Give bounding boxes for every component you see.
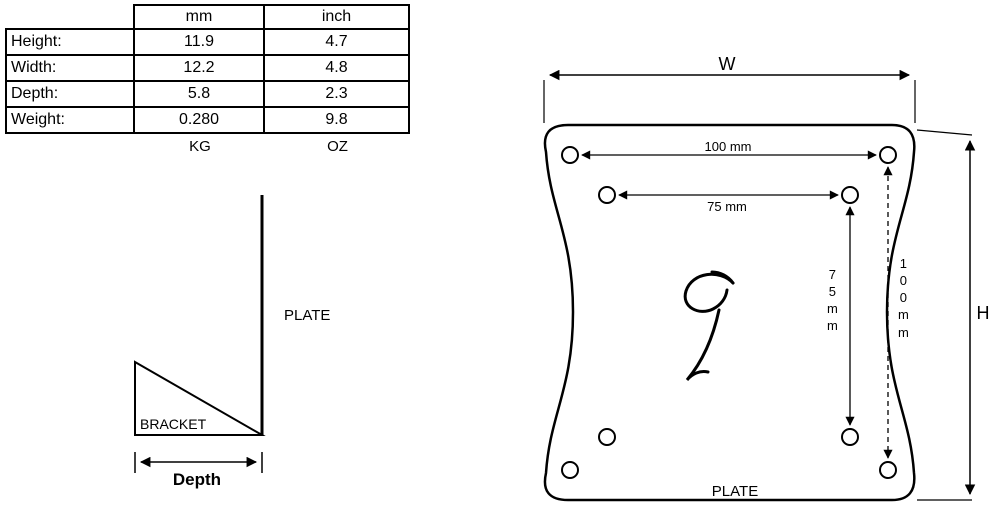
row-label-height: Height: — [5, 30, 135, 56]
spec-table: mm inch Height: 11.9 4.7 Width: 12.2 4.8… — [5, 4, 411, 158]
inner-vertical-spacing-label: 7 5 m m — [827, 267, 838, 334]
side-view-drawing — [134, 195, 266, 473]
side-plate-label: PLATE — [284, 307, 331, 324]
row-label-weight: Weight: — [5, 108, 135, 134]
mounting-hole-top-left-100 — [561, 146, 579, 164]
front-plate-label: PLATE — [711, 483, 759, 500]
mounting-hole-bottom-right-100 — [879, 461, 897, 479]
w-dimension-label: W — [718, 54, 736, 74]
inner-hole-spacing-label: 75 mm — [707, 199, 747, 214]
depth-inch: 2.3 — [265, 82, 410, 108]
outer-hole-spacing-label: 100 mm — [704, 139, 752, 154]
h-extension-line-top — [916, 129, 973, 136]
mounting-hole-top-left-75 — [598, 186, 616, 204]
unit-oz: OZ — [265, 134, 410, 158]
weight-mm: 0.280 — [135, 108, 265, 134]
depth-mm: 5.8 — [135, 82, 265, 108]
mounting-hole-bottom-left-75 — [598, 428, 616, 446]
weight-inch: 9.8 — [265, 108, 410, 134]
height-inch: 4.7 — [265, 30, 410, 56]
table-header-inch: inch — [265, 4, 410, 30]
table-corner-cell — [5, 4, 135, 30]
plate-outline — [543, 123, 916, 502]
row-label-width: Width: — [5, 56, 135, 82]
front-view-drawing — [543, 69, 976, 502]
footer-spacer — [5, 134, 135, 158]
unit-kg: KG — [135, 134, 265, 158]
h-dimension-label: H — [976, 303, 990, 323]
table-header-mm: mm — [135, 4, 265, 30]
mounting-hole-top-right-100 — [879, 146, 897, 164]
outer-vertical-spacing-label: 1 0 0 m m — [898, 256, 909, 340]
side-bracket-label: BRACKET — [140, 416, 207, 432]
width-mm: 12.2 — [135, 56, 265, 82]
depth-dimension-label: Depth — [172, 470, 222, 489]
height-mm: 11.9 — [135, 30, 265, 56]
side-bracket-shape — [134, 360, 266, 436]
mounting-hole-bottom-right-75 — [841, 428, 859, 446]
row-label-depth: Depth: — [5, 82, 135, 108]
width-inch: 4.8 — [265, 56, 410, 82]
brand-logo — [683, 270, 735, 382]
mounting-hole-bottom-left-100 — [561, 461, 579, 479]
mounting-hole-top-right-75 — [841, 186, 859, 204]
